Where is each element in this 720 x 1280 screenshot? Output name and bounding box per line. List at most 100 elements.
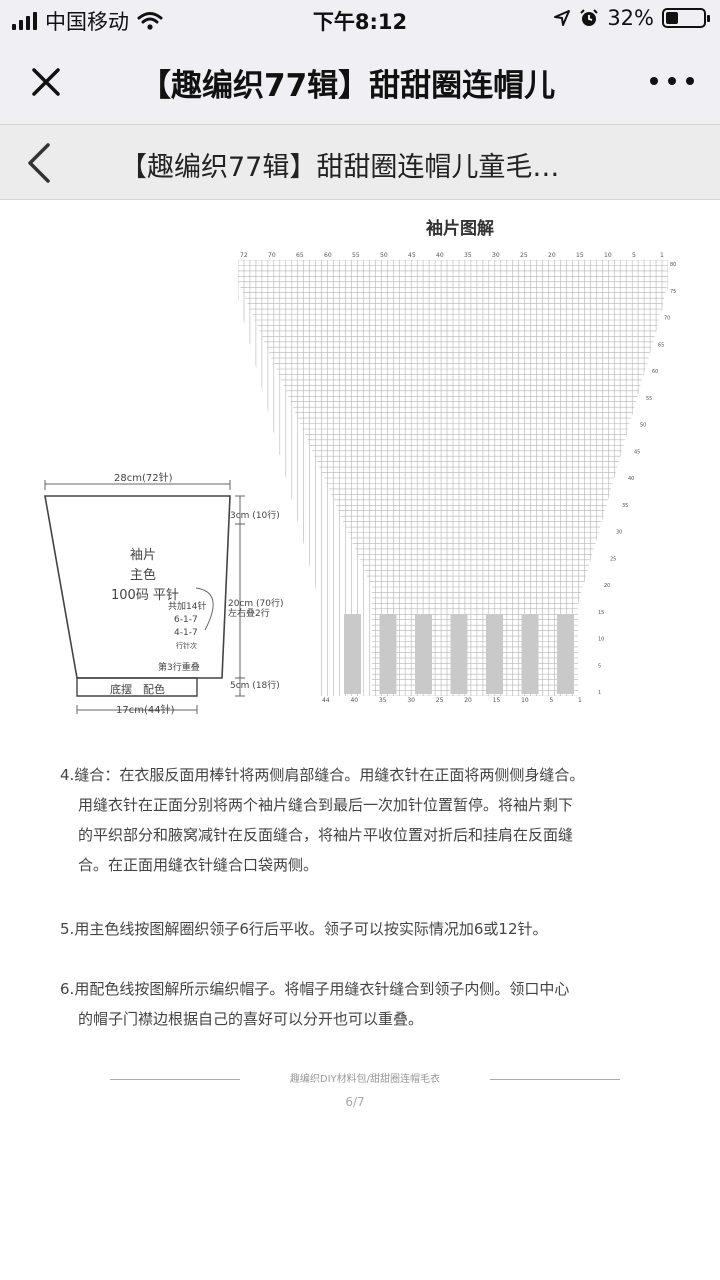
page-number: 6/7 <box>345 1095 365 1109</box>
row-number: 70 <box>664 316 670 322</box>
nav-title: 【趣编织77辑】甜甜圈连帽儿 <box>140 68 556 104</box>
row-number: 10 <box>598 637 604 643</box>
rib-column <box>450 614 468 694</box>
back-icon[interactable] <box>22 141 56 185</box>
top-stitch-number: 15 <box>576 252 584 259</box>
top-stitch-number: 35 <box>464 252 472 259</box>
top-width-label: 28cm(72针) <box>114 473 173 484</box>
step-line: 用配色线按图解所示编织帽子。将帽子用缝衣针缝合到领子内侧。领口中心 <box>74 980 570 998</box>
top-stitch-number: 45 <box>408 252 416 259</box>
status-left: 中国移动 <box>12 6 163 36</box>
bottom-stitch-number: 40 <box>350 697 358 704</box>
step-4: 4.缝合：在衣服反面用棒针将两侧肩部缝合。用缝衣针在正面将两侧侧身缝合。 用缝衣… <box>60 760 680 880</box>
step-line: 用缝衣针在正面分别将两个袖片缝合到最后一次加针位置暂停。将袖片剩下 <box>78 796 574 814</box>
step-line: 合。在正面用缝衣针缝合口袋两侧。 <box>78 856 319 874</box>
row-number: 1 <box>598 690 601 696</box>
step-line: 的平织部分和腋窝减针在反面缝合，将袖片平收位置对折后和挂肩在反面缝 <box>78 826 574 844</box>
rib-column <box>344 614 361 694</box>
row-number: 60 <box>652 369 658 375</box>
rib-column <box>379 614 397 694</box>
top-stitch-number: 55 <box>352 252 360 259</box>
increase-rule-3: 行针次 <box>176 642 197 650</box>
hem-label: 底摆 <box>110 683 132 696</box>
row-number: 45 <box>634 449 640 455</box>
top-stitch-number: 70 <box>268 252 276 259</box>
top-stitch-number: 5 <box>632 252 636 259</box>
top-stitch-number: 50 <box>380 252 388 259</box>
top-stitch-number: 40 <box>436 252 444 259</box>
footer-divider-left <box>110 1079 240 1080</box>
article-header: 【趣编织77辑】甜甜圈连帽儿童毛… <box>0 124 720 200</box>
page-footer: 趣编织DIY材料包/甜甜圈连帽毛衣 <box>110 1070 620 1090</box>
row-number: 25 <box>610 556 616 562</box>
wifi-icon <box>137 12 163 30</box>
row-number: 55 <box>646 396 652 402</box>
bottom-stitch-number: 44 <box>322 697 330 704</box>
diagram-title: 袖片图解 <box>426 219 494 239</box>
step-line: 用主色线按图解圈织领子6行后平收。领子可以按实际情况加6或12针。 <box>74 920 548 938</box>
rib-column <box>557 614 574 694</box>
mid-note-label: 左右叠2行 <box>228 609 270 619</box>
rib-column <box>521 614 539 694</box>
close-icon[interactable] <box>26 62 66 102</box>
step-line: 的帽子门襟边根据自己的喜好可以分开也可以重叠。 <box>78 1010 424 1028</box>
rib-column <box>415 614 432 694</box>
status-right: 32% <box>553 6 710 30</box>
increase-total: 共加14针 <box>168 602 207 612</box>
row-number: 75 <box>670 289 676 295</box>
bottom-stitch-number: 30 <box>407 697 415 704</box>
row-number: 35 <box>622 503 628 509</box>
top-stitch-number: 72 <box>240 252 248 259</box>
status-time: 下午8:12 <box>312 10 408 34</box>
needle-label: 100码 平针 <box>111 588 179 603</box>
top-stitch-number: 20 <box>548 252 556 259</box>
row-number: 65 <box>658 342 664 348</box>
location-icon <box>554 10 571 26</box>
top-stitch-number: 25 <box>520 252 528 259</box>
step-number: 4. <box>60 766 75 784</box>
top-stitch-number: 1 <box>660 252 664 259</box>
bottom-stitch-number: 15 <box>493 697 501 704</box>
step-5: 5.用主色线按图解圈织领子6行后平收。领子可以按实际情况加6或12针。 <box>60 914 680 944</box>
bottom-stitch-number: 20 <box>464 697 472 704</box>
bottom-width-label: 17cm(44针) <box>116 705 175 716</box>
top-stitch-number: 60 <box>324 252 332 259</box>
nav-bar: 【趣编织77辑】甜甜圈连帽儿 <box>0 40 720 124</box>
signal-icon <box>12 12 37 30</box>
row-number: 5 <box>598 663 601 669</box>
bottom-stitch-number: 1 <box>578 697 582 704</box>
battery-icon <box>662 8 710 28</box>
article-title: 【趣编织77辑】甜甜圈连帽儿童毛… <box>120 152 560 183</box>
bottom-stitch-number: 5 <box>550 697 554 704</box>
battery-percent: 32% <box>607 6 654 30</box>
step-6: 6.用配色线按图解所示编织帽子。将帽子用缝衣针缝合到领子内侧。领口中心 的帽子门… <box>60 974 680 1034</box>
footer-text: 趣编织DIY材料包/甜甜圈连帽毛衣 <box>289 1074 441 1085</box>
step-line: 缝合：在衣服反面用棒针将两侧肩部缝合。用缝衣针在正面将两侧侧身缝合。 <box>74 766 585 784</box>
more-icon[interactable] <box>650 66 694 96</box>
row-number: 80 <box>670 262 676 268</box>
bottom-stitch-number: 25 <box>436 697 444 704</box>
mid-height-label: 20cm (70行) <box>228 599 284 609</box>
top-stitch-number: 10 <box>604 252 612 259</box>
top-height-label: 3cm (10行) <box>230 511 280 521</box>
step-number: 5. <box>60 920 75 938</box>
row-number: 15 <box>598 610 604 616</box>
row-number: 20 <box>604 583 610 589</box>
rib-column <box>486 614 503 694</box>
hem-band <box>76 677 198 697</box>
main-color-label: 主色 <box>130 568 157 583</box>
row-number: 50 <box>640 423 646 429</box>
increase-arrow <box>195 587 214 631</box>
third-row-note: 第3行重叠 <box>158 663 200 673</box>
bottom-height-label: 5cm (18行) <box>230 681 280 691</box>
hem-color-label: 配色 <box>143 683 165 696</box>
top-stitch-number: 65 <box>296 252 304 259</box>
status-bar: 中国移动 下午8:12 32% <box>0 0 720 40</box>
top-stitch-number: 30 <box>492 252 500 259</box>
sleeve-outline <box>44 495 231 679</box>
step-number: 6. <box>60 980 75 998</box>
increase-rule-2: 4-1-7 <box>174 628 198 638</box>
